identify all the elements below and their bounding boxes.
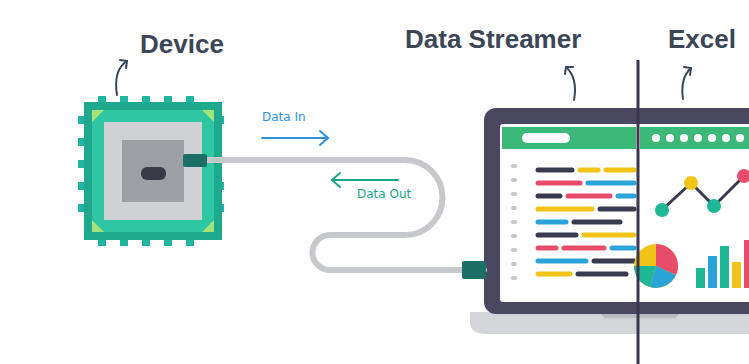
laptop-frame — [484, 108, 749, 314]
chart-dot — [684, 176, 698, 190]
flow-label: Data In — [262, 110, 306, 124]
data-in-arrow — [262, 131, 328, 145]
heading-label: Device — [140, 30, 224, 60]
callout-hook — [116, 60, 127, 95]
callout-hook — [565, 67, 575, 100]
chip-center — [141, 167, 166, 180]
callout-hook — [682, 67, 691, 99]
laptop-screen — [500, 124, 749, 302]
chip-body — [84, 102, 222, 240]
divider-line — [637, 60, 640, 364]
pie-chart — [634, 244, 678, 288]
chip-band — [92, 110, 214, 232]
screen-pane: Data Streamer — [484, 108, 638, 320]
header-bar — [640, 127, 749, 149]
data-rows — [538, 170, 634, 274]
cable-connector — [225, 160, 484, 270]
row-dots — [511, 164, 517, 280]
chip-die — [104, 122, 202, 220]
heading-label: Excel — [668, 25, 736, 55]
chip-core — [122, 140, 184, 202]
chart-dot — [655, 203, 669, 217]
laptop-base — [470, 312, 749, 334]
chip-port — [183, 154, 207, 167]
bar-chart — [696, 240, 749, 288]
device-chip: Device — [82, 100, 225, 245]
chip-corners — [92, 110, 214, 232]
chart-dot — [737, 169, 749, 183]
heading-label: Data Streamer — [405, 25, 581, 55]
chip-pins — [78, 96, 224, 246]
header-bar — [502, 127, 636, 149]
chart-dot — [707, 199, 721, 213]
header-dots — [652, 134, 744, 142]
screen-pane: Excel — [640, 108, 749, 320]
header-pill — [522, 133, 570, 143]
data-out-arrow — [332, 173, 398, 187]
flow-label: Data Out — [357, 187, 411, 201]
line-chart — [662, 176, 744, 210]
cable-plug — [462, 261, 486, 279]
